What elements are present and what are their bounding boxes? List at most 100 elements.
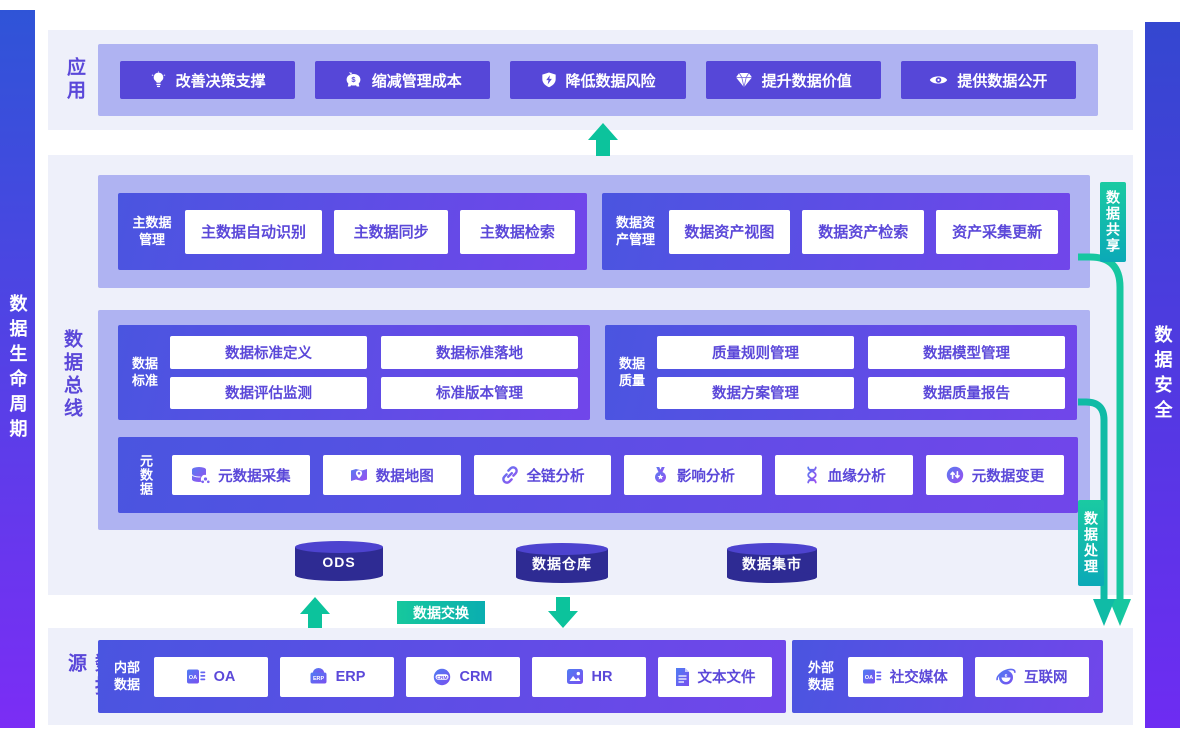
asset-chip[interactable]: 数据资产检索 bbox=[802, 209, 925, 254]
data-bus-label: 数据总线 bbox=[61, 329, 82, 421]
app-chip-decision[interactable]: 改善决策支撑 bbox=[120, 61, 296, 99]
data-exchange-tag: 数据交换 bbox=[397, 601, 485, 624]
dna-icon bbox=[803, 466, 820, 484]
source-chip-social[interactable]: OA 社交媒体 bbox=[848, 656, 963, 697]
process-flow-arrowhead-icon bbox=[1093, 599, 1115, 626]
master-data-block-label: 主数据管理 bbox=[132, 214, 172, 247]
link-icon bbox=[501, 466, 519, 484]
standard-chip[interactable]: 数据评估监测 bbox=[170, 376, 367, 409]
metadata-chip-label: 元数据采集 bbox=[218, 468, 291, 485]
share-flow-arrowhead-icon bbox=[1109, 599, 1131, 626]
source-chip-label: ERP bbox=[335, 668, 366, 685]
metadata-chip[interactable]: 数据地图 bbox=[322, 455, 461, 495]
ods-cylinder: ODS bbox=[295, 541, 383, 581]
source-chip-label: 社交媒体 bbox=[889, 670, 948, 686]
oa-icon: OA bbox=[186, 668, 206, 685]
text-file-icon bbox=[675, 667, 690, 686]
arrow-down-exchange-icon bbox=[548, 597, 578, 628]
piggy-bank-icon: $ bbox=[344, 71, 363, 89]
asset-chip[interactable]: 资产采集更新 bbox=[936, 209, 1058, 254]
internal-data-label: 内部数据 bbox=[113, 659, 140, 692]
asset-block-label: 数据资产管理 bbox=[615, 214, 655, 247]
metadata-chip-label: 数据地图 bbox=[375, 468, 434, 485]
metadata-block: 元数据 元数据采集 数据地图 全链分析 bbox=[118, 437, 1078, 513]
erp-icon: ERP bbox=[309, 668, 328, 685]
standard-block-label: 数据标准 bbox=[131, 355, 158, 388]
shield-icon bbox=[541, 71, 557, 89]
master-asset-tray: 主数据管理 主数据自动识别 主数据同步 主数据检索 数据资产管理 数据资产视图 … bbox=[98, 175, 1090, 288]
source-chip-label: 互联网 bbox=[1024, 670, 1068, 686]
data-standard-block: 数据标准 数据标准定义 数据标准落地 数据评估监测 标准版本管理 bbox=[118, 325, 590, 420]
svg-text:$: $ bbox=[351, 75, 356, 84]
data-source-section: 数据源 内部数据 OA OA ERP ERP CR bbox=[48, 628, 1133, 725]
quality-chip[interactable]: 数据方案管理 bbox=[657, 376, 854, 409]
source-chip-label: HR bbox=[591, 668, 613, 685]
app-chip-cost[interactable]: $ 缩减管理成本 bbox=[315, 61, 491, 99]
metadata-block-label: 元数据 bbox=[138, 454, 153, 496]
svg-text:OA: OA bbox=[188, 675, 196, 681]
hr-icon bbox=[566, 668, 584, 685]
metadata-chip[interactable]: 血缘分析 bbox=[775, 455, 914, 495]
quality-chip[interactable]: 数据模型管理 bbox=[868, 336, 1065, 369]
svg-text:e: e bbox=[1005, 673, 1008, 679]
standard-chip[interactable]: 数据标准落地 bbox=[381, 336, 578, 369]
security-side-bar: 数据安全 bbox=[1145, 22, 1180, 728]
metadata-chip-label: 元数据变更 bbox=[971, 468, 1045, 485]
metadata-chip-label: 全链分析 bbox=[526, 468, 585, 485]
eye-icon bbox=[929, 73, 948, 87]
metadata-chip[interactable]: 元数据采集 bbox=[172, 455, 310, 495]
lifecycle-label: 数据生命周期 bbox=[7, 294, 28, 444]
external-data-label: 外部数据 bbox=[807, 659, 834, 692]
app-chip-label: 降低数据风险 bbox=[565, 72, 656, 90]
lightbulb-icon bbox=[150, 71, 167, 89]
data-share-tag: 数据共享 bbox=[1100, 182, 1126, 262]
source-chip-crm[interactable]: CRM CRM bbox=[406, 656, 520, 697]
metadata-change-icon bbox=[946, 466, 964, 484]
standard-chip[interactable]: 标准版本管理 bbox=[381, 376, 578, 409]
app-chip-risk[interactable]: 降低数据风险 bbox=[510, 61, 686, 99]
metadata-chip-label: 血缘分析 bbox=[827, 468, 886, 485]
data-bus-section: 数据总线 主数据管理 主数据自动识别 主数据同步 主数据检索 数据资产管理 数据… bbox=[48, 155, 1133, 595]
app-chip-label: 提升数据价值 bbox=[761, 72, 852, 90]
map-icon bbox=[350, 466, 368, 484]
svg-text:ERP: ERP bbox=[313, 676, 324, 682]
crm-icon: CRM bbox=[433, 668, 451, 686]
quality-chip[interactable]: 质量规则管理 bbox=[657, 336, 854, 369]
quality-block-label: 数据质量 bbox=[618, 355, 645, 388]
application-section: 应用 改善决策支撑 $ 缩减管理成本 降低数据风险 bbox=[48, 30, 1133, 130]
external-data-block: 外部数据 OA 社交媒体 e 互联网 bbox=[792, 640, 1103, 713]
lifecycle-side-bar: 数据生命周期 bbox=[0, 10, 35, 728]
metadata-chip[interactable]: 元数据变更 bbox=[926, 455, 1064, 495]
source-chip-label: CRM bbox=[459, 668, 493, 685]
source-chip-textfile[interactable]: 文本文件 bbox=[658, 656, 772, 697]
app-chip-value[interactable]: 提升数据价值 bbox=[705, 61, 881, 99]
data-warehouse-cylinder: 数据仓库 bbox=[516, 543, 608, 583]
standard-quality-metadata-tray: 数据标准 数据标准定义 数据标准落地 数据评估监测 标准版本管理 数据质量 质量… bbox=[98, 310, 1090, 530]
standard-chip[interactable]: 数据标准定义 bbox=[170, 336, 367, 369]
metadata-chip[interactable]: 影响分析 bbox=[624, 455, 763, 495]
source-chip-oa[interactable]: OA OA bbox=[154, 656, 268, 697]
internal-data-block: 内部数据 OA OA ERP ERP CRM bbox=[98, 640, 786, 713]
master-chip[interactable]: 主数据同步 bbox=[334, 209, 449, 254]
quality-chip[interactable]: 数据质量报告 bbox=[868, 376, 1065, 409]
database-icon bbox=[191, 466, 210, 484]
master-chip[interactable]: 主数据自动识别 bbox=[185, 209, 323, 254]
asset-chip[interactable]: 数据资产视图 bbox=[668, 209, 791, 254]
arrow-up-exchange-icon bbox=[300, 597, 330, 628]
master-chip[interactable]: 主数据检索 bbox=[460, 209, 575, 254]
data-mart-cylinder: 数据集市 bbox=[727, 543, 817, 583]
data-process-tag: 数据处理 bbox=[1078, 500, 1104, 586]
social-media-icon: OA bbox=[862, 668, 882, 685]
source-chip-erp[interactable]: ERP ERP bbox=[280, 656, 394, 697]
application-tray: 改善决策支撑 $ 缩减管理成本 降低数据风险 提升数据价值 bbox=[98, 44, 1098, 116]
app-chip-label: 提供数据公开 bbox=[957, 72, 1048, 90]
source-chip-hr[interactable]: HR bbox=[532, 656, 646, 697]
app-chip-label: 缩减管理成本 bbox=[371, 72, 462, 90]
metadata-chip[interactable]: 全链分析 bbox=[473, 455, 612, 495]
security-label: 数据安全 bbox=[1152, 325, 1173, 425]
svg-text:CRM: CRM bbox=[437, 674, 448, 680]
source-chip-internet[interactable]: e 互联网 bbox=[974, 656, 1089, 697]
internet-icon: e bbox=[996, 668, 1016, 686]
app-chip-open[interactable]: 提供数据公开 bbox=[900, 61, 1077, 99]
